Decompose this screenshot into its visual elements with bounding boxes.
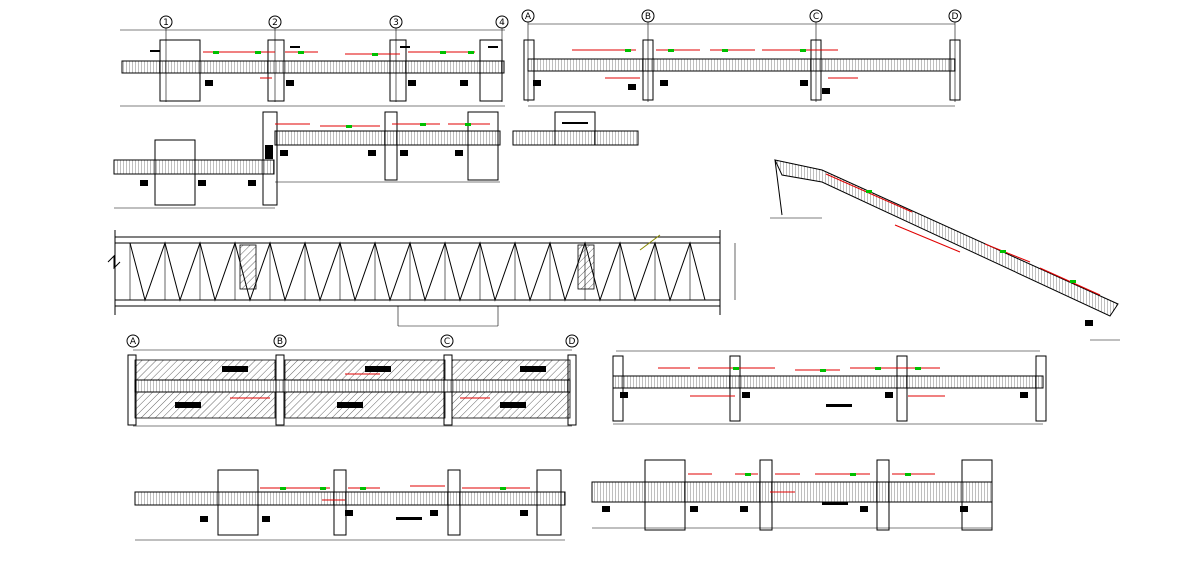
beam-elevation-mid-right: [612, 350, 1047, 425]
grid-bubble-2: 2: [268, 15, 282, 102]
grid-label: A: [525, 12, 532, 22]
grid-label: B: [645, 12, 651, 22]
grid-label: C: [813, 12, 819, 22]
grid-bubble-c: C: [440, 334, 454, 348]
grid-label: A: [130, 337, 137, 347]
grid-label: 3: [393, 18, 399, 28]
grid-bubble-d: D: [565, 334, 579, 348]
beam-elevation-bottom-left: [134, 469, 566, 541]
grid-bubble-b: B: [273, 334, 287, 348]
grid-bubble-a: A: [126, 334, 140, 348]
grid-label: 4: [499, 18, 505, 28]
beam-elevation-grid-a-d: A B C D: [521, 9, 962, 107]
grid-bubble-3: 3: [389, 15, 403, 102]
truss-web-members: [129, 241, 706, 302]
grid-label: D: [952, 12, 959, 22]
grid-label: D: [569, 337, 576, 347]
grid-label: B: [277, 337, 283, 347]
truss-elevation: [107, 230, 736, 327]
grid-label: 2: [272, 18, 278, 28]
beam-section-small: [512, 111, 639, 146]
beam-elevation-stepped: [113, 111, 501, 209]
beam-elevation-bottom-right: [591, 459, 993, 531]
beam-elevation-hatched-grid-a-d: A B C D: [126, 334, 579, 427]
grid-label: C: [444, 337, 450, 347]
staircase-slab-section: [770, 159, 1120, 341]
grid-label: 1: [163, 18, 169, 28]
grid-bubble-1: 1: [159, 15, 173, 102]
beam-elevation-grid-1-4: 1 2 3 4: [120, 15, 509, 107]
